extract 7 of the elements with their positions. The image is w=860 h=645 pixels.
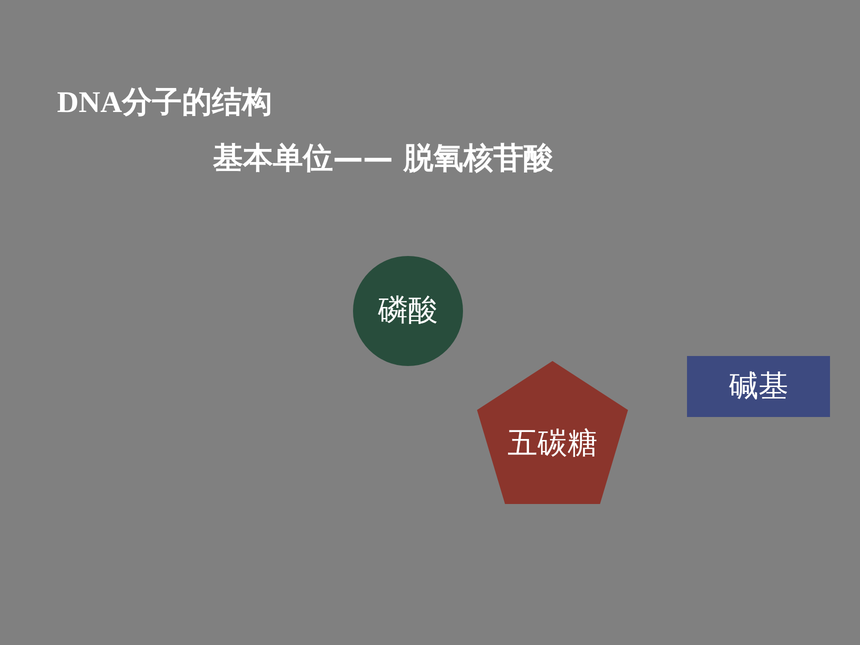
node-label: 磷酸 (378, 292, 438, 330)
node-label: 碱基 (728, 368, 788, 406)
subtitle: 基本单位—— 脱氧核苷酸 (213, 140, 554, 178)
rectangle-node (687, 356, 830, 417)
pentagon-node (477, 361, 628, 504)
title: DNA分子的结构 (57, 85, 272, 121)
node-label: 五碳糖 (506, 424, 598, 462)
